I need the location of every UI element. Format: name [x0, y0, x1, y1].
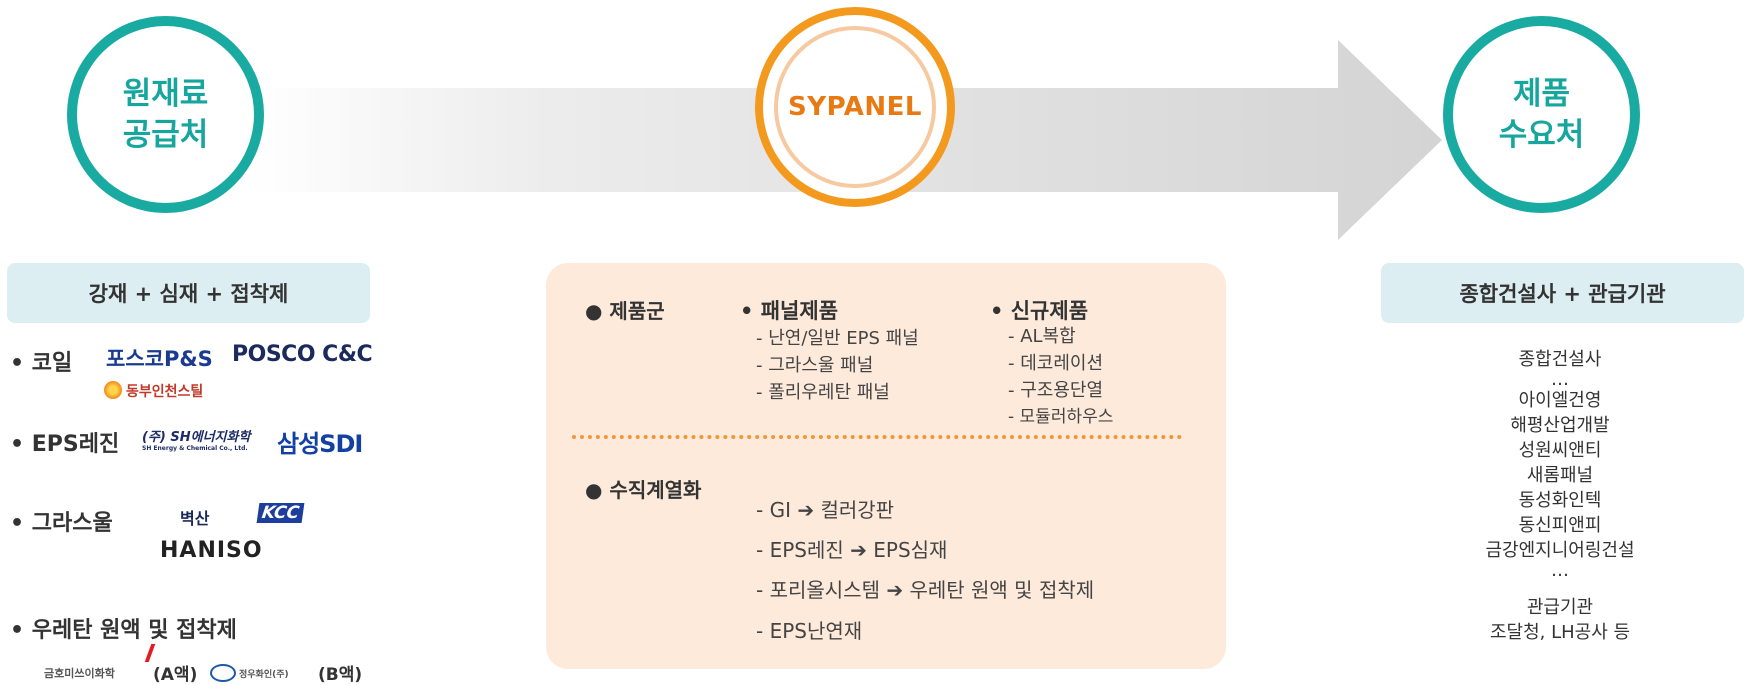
byucksan-logo: 벽산	[180, 509, 210, 528]
list-item: 성원씨앤티	[1518, 440, 1602, 461]
customer-header-text: 종합건설사 + 관급기관	[1459, 282, 1666, 306]
vertical-item: - 포리올시스템 ➔ 우레탄 원액 및 접착제	[756, 574, 1094, 603]
vertical-item-from: - GI	[756, 498, 791, 522]
list-item: 조달청, LH공사 등	[1489, 622, 1631, 643]
panel-products-title: • 패널제품	[740, 299, 839, 323]
glasswool-label: • 그라스울	[10, 511, 113, 536]
dongbu-flower-icon	[104, 381, 122, 399]
jeonwoo-b-tag: (B액)	[318, 665, 363, 685]
vertical-item-to: 우레탄 원액 및 접착제	[909, 578, 1095, 602]
list-item: - 폴리우레탄 패널	[756, 382, 890, 403]
list-item: 종합건설사	[1518, 349, 1602, 370]
supplier-circle-title: 원재료 공급처	[122, 75, 209, 153]
vertical-item-to: EPS심재	[873, 538, 948, 562]
section-divider	[572, 435, 1182, 439]
vertical-item-to: 컬러강판	[820, 498, 895, 522]
vertical-item-from: - EPS난연재	[756, 619, 863, 643]
list-item: - 모듈러하우스	[1008, 407, 1114, 427]
kcc-logo: KCC	[256, 503, 305, 523]
posco-cnc-logo: POSCO C&C	[232, 342, 373, 367]
customer-header: 종합건설사 + 관급기관	[1381, 263, 1744, 323]
product-group-label: ● 제품군	[585, 299, 665, 323]
new-products-title: • 신규제품	[990, 299, 1089, 323]
jeonwoo-logo-mark	[210, 664, 236, 682]
list-spacer	[1380, 579, 1740, 595]
right-arrow-icon: ➔	[886, 578, 904, 602]
list-item: …	[1551, 369, 1569, 390]
list-item: - AL복합	[1008, 326, 1076, 347]
list-item: - 그라스울 패널	[756, 355, 874, 376]
supplier-header: 강재 + 심재 + 접착제	[7, 263, 370, 323]
coil-label: • 코일	[10, 351, 73, 376]
list-item: 새롬패널	[1526, 465, 1594, 486]
samsung-sdi-logo: 삼성SDI	[277, 430, 363, 458]
customer-list: 종합건설사 … 아이엘건영 해평산업개발 성원씨앤티 새롬패널 동성화인텍 동신…	[1380, 347, 1740, 645]
right-arrow-icon: ➔	[850, 538, 867, 562]
product-panel	[546, 263, 1226, 669]
list-item: 동성화인텍	[1518, 490, 1602, 511]
list-item: …	[1551, 560, 1569, 581]
list-item: - 구조용단열	[1008, 380, 1104, 401]
list-item: 관급기관	[1526, 597, 1594, 618]
sypanel-title: SYPANEL	[788, 92, 922, 122]
kumho-logo: 금호미쓰이화학	[44, 667, 115, 680]
urethane-label: • 우레탄 원액 및 접착제	[10, 618, 237, 643]
vertical-item: - GI ➔ 컬러강판	[756, 494, 894, 523]
supplier-circle: 원재료 공급처	[67, 16, 264, 213]
supplier-header-text: 강재 + 심재 + 접착제	[88, 282, 289, 306]
sypanel-circle: SYPANEL	[755, 7, 955, 207]
vertical-integration-label: ● 수직계열화	[585, 478, 702, 502]
vertical-item-from: - EPS레진	[756, 538, 844, 562]
vertical-item: - EPS레진 ➔ EPS심재	[756, 534, 947, 563]
list-item: 금강엔지니어링건설	[1485, 540, 1635, 561]
haniso-logo: HANISO	[160, 538, 263, 563]
list-item: - 난연/일반 EPS 패널	[756, 328, 919, 349]
list-item: - 데코레이션	[1008, 353, 1104, 374]
kumho-a-tag: (A액)	[153, 665, 198, 685]
jeonwoo-logo: 정우화인(주)	[239, 670, 289, 680]
list-item: 동신피앤피	[1518, 515, 1602, 536]
kumho-logo-mark	[130, 644, 156, 662]
panel-products-list: - 난연/일반 EPS 패널 - 그라스울 패널 - 폴리우레탄 패널	[756, 325, 919, 406]
vertical-item-from: - 포리올시스템	[756, 578, 880, 602]
list-item: 아이엘건영	[1518, 390, 1602, 411]
sh-energy-sub: SH Energy & Chemical Co., Ltd.	[142, 445, 248, 452]
customer-circle: 제품 수요처	[1443, 16, 1640, 213]
vertical-item: - EPS난연재	[756, 615, 862, 644]
eps-label: • EPS레진	[10, 432, 120, 457]
right-arrow-icon: ➔	[797, 498, 815, 522]
list-item: 해평산업개발	[1510, 415, 1610, 436]
dongbu-logo: 동부인천스틸	[126, 384, 204, 400]
sh-energy-logo: (주) SH에너지화학	[142, 430, 251, 445]
posco-pns-logo: 포스코P&S	[106, 347, 213, 371]
sypanel-inner-ring: SYPANEL	[774, 26, 936, 188]
customer-circle-title: 제품 수요처	[1498, 75, 1585, 153]
new-products-list: - AL복합 - 데코레이션 - 구조용단열 - 모듈러하우스	[1008, 323, 1113, 431]
